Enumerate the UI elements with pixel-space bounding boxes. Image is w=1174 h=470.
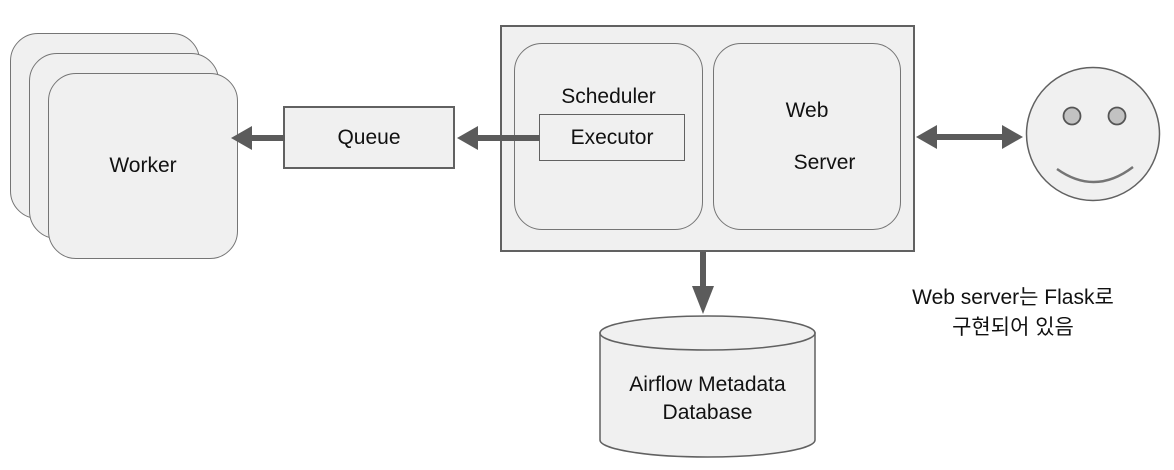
queue-node: Queue (283, 106, 455, 169)
arrow-executor-to-queue (476, 135, 540, 141)
executor-label: Executor (570, 125, 654, 149)
scheduler-label: Scheduler (561, 85, 656, 108)
web-server-node: Web Server (713, 43, 901, 230)
smiley-left-eye (1062, 106, 1082, 126)
arrow-webserver-user (934, 134, 1004, 140)
arrow-queue-to-worker-head (231, 126, 252, 150)
arrow-executor-to-queue-head (457, 126, 478, 150)
flask-annotation: Web server는 Flask로 구현되어 있음 (912, 286, 1114, 339)
database-cylinder (599, 315, 816, 458)
worker-node: Worker (48, 73, 238, 259)
arrow-webserver-user-right-head (1002, 125, 1023, 149)
executor-node: Executor (539, 114, 685, 161)
web-server-label: Web Server (785, 98, 856, 174)
database-label: Airflow Metadata Database (629, 373, 786, 424)
queue-label: Queue (337, 125, 401, 149)
smiley-mouth (1056, 166, 1134, 184)
smiley-right-eye (1107, 106, 1127, 126)
worker-label: Worker (109, 154, 177, 177)
smiley-face-icon (1025, 66, 1161, 202)
arrow-container-to-database (700, 252, 706, 287)
arrow-queue-to-worker (250, 135, 285, 141)
arrow-webserver-user-left-head (916, 125, 937, 149)
arrow-container-to-database-head (692, 286, 714, 314)
